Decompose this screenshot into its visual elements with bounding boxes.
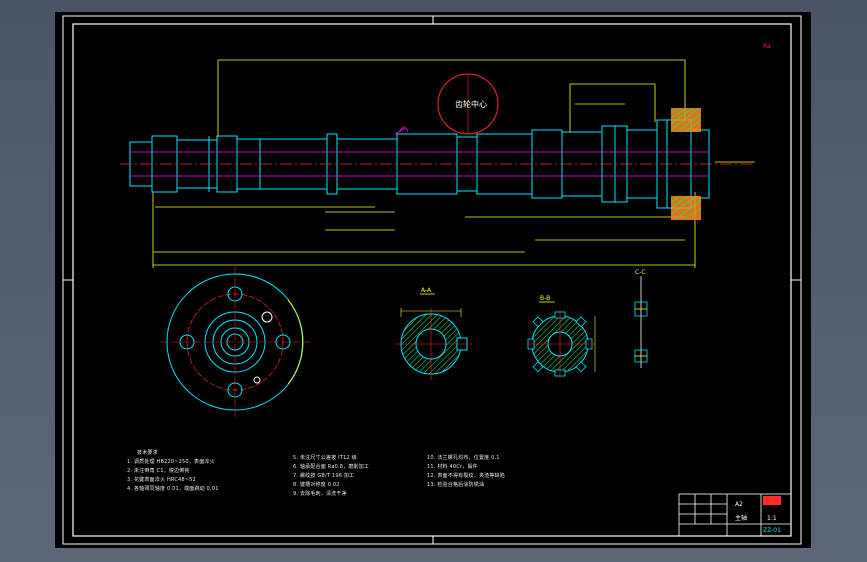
- flange-end-view: [160, 267, 310, 417]
- gear-detail-label: 齿轮中心: [455, 99, 487, 109]
- note-col2-line: 5. 未注尺寸公差按 IT12 级: [293, 455, 357, 461]
- hidden-bore-lines: [130, 126, 709, 177]
- note-col1-line: 4. 各轴颈同轴度 0.01，端面跳动 0.01: [127, 486, 219, 492]
- section-c-label: C-C: [635, 269, 646, 276]
- note-col3-line: 11. 材料 40Cr，锻件: [427, 464, 478, 470]
- note-col3-line: 12. 表面不得有裂纹、夹渣等缺陷: [427, 473, 505, 479]
- notes-title: 技术要求: [137, 450, 158, 456]
- title-block: [678, 493, 792, 537]
- gear-section-hatch: [670, 107, 702, 221]
- section-a-view: [395, 293, 473, 380]
- note-col2-line: 8. 键槽对称度 0.02: [293, 482, 340, 488]
- title-block-sheet: A2: [735, 501, 743, 508]
- note-col1-line: 1. 调质处理 HB220~250，表面淬火: [127, 459, 215, 465]
- note-col3-line: 13. 检验合格后涂防锈油: [427, 482, 485, 488]
- detail-c-view: [634, 276, 648, 368]
- roughness-marker: Ra: [763, 43, 771, 50]
- section-b-label: B-B: [540, 295, 550, 302]
- note-col2-line: 7. 螺纹按 GB/T 196 加工: [293, 473, 355, 479]
- note-col3-line: 10. 法兰螺孔均布，位置度 0.1: [427, 455, 500, 461]
- title-block-scale: 1:1: [767, 515, 777, 522]
- note-col1-line: 3. 花键表面淬火 HRC48~52: [127, 477, 196, 483]
- title-block-part-name: 主轴: [735, 514, 747, 522]
- note-col2-line: 6. 轴承配合面 Ra0.8，磨削加工: [293, 464, 370, 470]
- note-col2-line: 9. 去除毛刺，清洗干净: [293, 491, 347, 497]
- section-a-label: A-A: [421, 287, 432, 294]
- shaft-engineering-drawing: 主轴 1:1 A2 ZZ-01 齿轮中心 Ra A-A B-B C-C: [62, 15, 802, 545]
- drawing-canvas: 主轴 1:1 A2 ZZ-01 齿轮中心 Ra A-A B-B C-C 技术要求…: [55, 12, 811, 548]
- note-col1-line: 2. 未注倒角 C1，锐边倒钝: [127, 468, 190, 474]
- section-b-spline-view: [527, 301, 596, 378]
- title-block-drawing-no: ZZ-01: [763, 527, 781, 534]
